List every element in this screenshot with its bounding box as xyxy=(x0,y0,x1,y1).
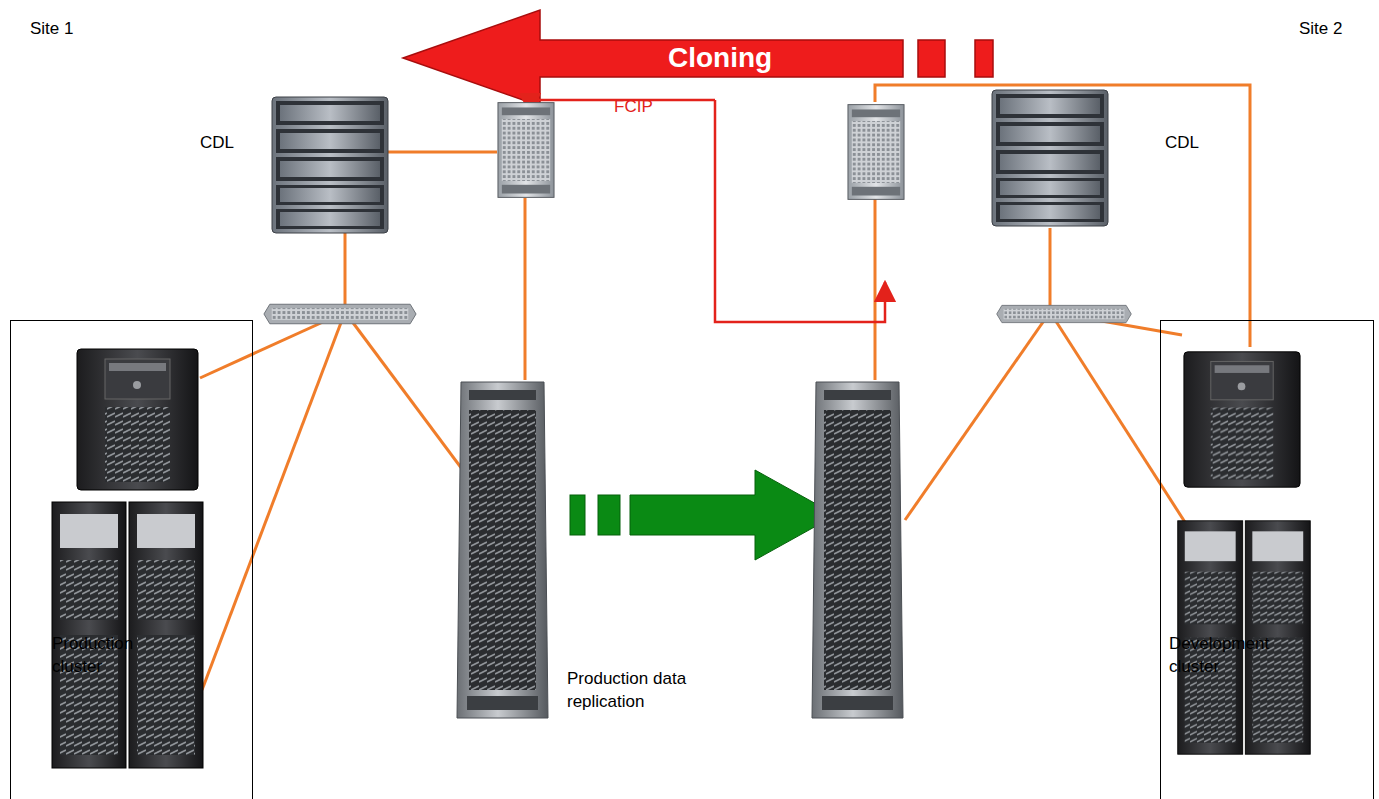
fc-switch xyxy=(264,304,416,324)
cloning-arrow xyxy=(975,40,993,77)
server-tower xyxy=(77,349,198,490)
fcip-link xyxy=(530,100,885,322)
fibre-wires xyxy=(1049,228,1052,312)
arrow-label: Cloning xyxy=(668,42,772,74)
storage-array xyxy=(812,382,903,718)
cloning-arrow xyxy=(918,40,945,77)
cloning-arrow xyxy=(403,10,903,106)
fc-director xyxy=(848,105,904,200)
replication-arrow xyxy=(570,495,585,535)
fibre-wires xyxy=(388,151,497,154)
fibre-wires xyxy=(875,85,1250,347)
fc-switch xyxy=(997,305,1132,322)
link-label: FCIP xyxy=(614,96,653,117)
fibre-wires xyxy=(524,198,527,380)
fibre-wires xyxy=(1050,312,1190,530)
cluster-name: Development cluster xyxy=(1169,633,1289,679)
cdl-rack xyxy=(992,90,1108,226)
cloning-arrow xyxy=(403,10,993,106)
replication-arrow xyxy=(570,470,836,560)
server-cabinet xyxy=(52,502,203,768)
fibre-wires xyxy=(200,85,1250,690)
device-label: CDL xyxy=(200,132,234,153)
cluster-name: Production cluster xyxy=(52,633,172,679)
site-label: Site 1 xyxy=(30,18,73,39)
fibre-wires xyxy=(905,312,1050,520)
server-tower xyxy=(1184,352,1300,487)
cdl-rack xyxy=(272,97,388,233)
fc-director xyxy=(498,103,554,198)
fibre-wires xyxy=(202,312,345,690)
fibre-wires xyxy=(344,232,347,312)
replication-arrow xyxy=(630,470,836,560)
replication-arrow xyxy=(598,495,620,535)
device-label: CDL xyxy=(1165,132,1199,153)
fibre-wires xyxy=(874,198,877,380)
flow-label: Production data replication xyxy=(567,668,717,714)
cluster-boundary: Production cluster xyxy=(10,320,253,799)
site-label: Site 2 xyxy=(1299,18,1342,39)
storage-array xyxy=(457,382,548,718)
cluster-boundary: Development cluster xyxy=(1160,320,1374,799)
